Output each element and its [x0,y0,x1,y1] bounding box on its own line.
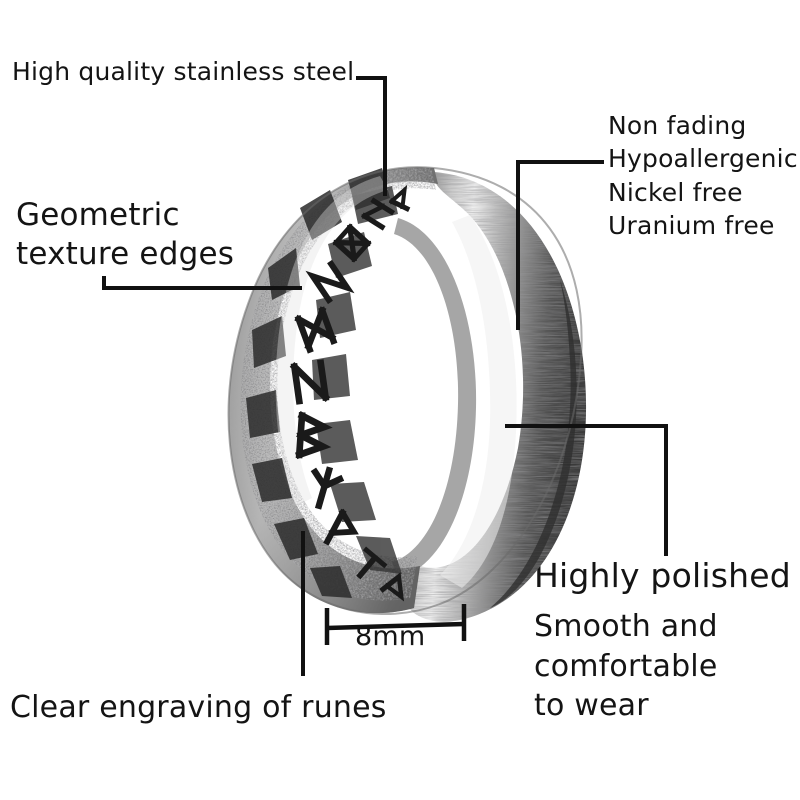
ring-outline [227,166,583,615]
engraved-runes [289,184,411,602]
callout-clear-engraving: Clear engraving of runes [10,690,387,725]
callout-highly-polished: Highly polished [534,556,791,595]
leader-geometric-texture [102,276,302,290]
callout-smooth-comfortable: Smooth and comfortable to wear [534,609,718,724]
dimension-8mm [324,604,467,645]
leader-highly-polished [505,424,668,556]
callout-material-specs: Non fading Hypoallergenic Nickel free Ur… [608,111,798,240]
ring-inner-polished-surface [327,172,587,622]
callout-geometric-texture: Geometric texture edges [16,197,235,272]
leader-stainless-steel [356,76,387,196]
leader-material-specs [516,160,604,330]
callout-stainless-steel: High quality stainless steel [12,57,355,86]
